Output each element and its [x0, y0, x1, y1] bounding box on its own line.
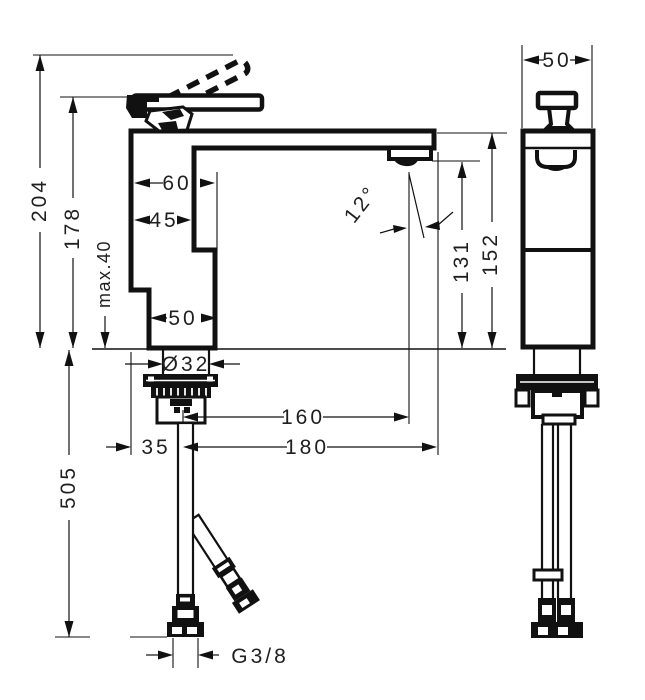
- dim-base-width: 50: [150, 307, 217, 330]
- dim-label-180: 180: [285, 436, 329, 459]
- angled-supply-hose: [184, 513, 260, 614]
- dim-label-204: 204: [28, 178, 51, 222]
- dim-label-50-side: 50: [542, 49, 571, 72]
- washer-notch-r: [207, 376, 213, 382]
- dim-label-160: 160: [281, 406, 325, 429]
- dim-lever-height: 178: [61, 97, 84, 348]
- knob-stem: [542, 106, 576, 130]
- side-connector-right-slit: [561, 605, 571, 615]
- dim-label-g38: G3/8: [231, 645, 289, 668]
- angled-hose-nut-slit: [231, 584, 243, 595]
- faucet-body-front: [128, 128, 437, 351]
- hose-crimp-slit: [180, 597, 190, 602]
- thread-notch-r: [187, 627, 197, 634]
- pivot-detail-2: [158, 121, 178, 130]
- dim-label-131: 131: [450, 239, 473, 283]
- side-thread-notch-r: [558, 627, 568, 635]
- dim-hose-length: 505: [57, 350, 80, 637]
- faucet-side-view: [514, 90, 600, 638]
- knob-cap: [535, 90, 579, 111]
- side-thread-notch-l: [538, 627, 548, 635]
- angled-hose-crimp-slit: [217, 561, 231, 573]
- dim-max-thickness: max.40: [94, 240, 114, 348]
- mounting-nut: [151, 387, 211, 398]
- dim-label-178: 178: [61, 206, 84, 250]
- faucet-front-view: [126, 57, 437, 637]
- dim-label-45: 45: [149, 209, 178, 232]
- side-nut-detail: [552, 391, 562, 397]
- clamp-lug-right: [583, 388, 600, 408]
- dome-arc: [545, 166, 567, 171]
- dim-label-152: 152: [479, 232, 502, 276]
- aerator-tip: [393, 158, 419, 167]
- side-nut-step: [541, 413, 577, 426]
- lever-front-cap: [126, 95, 159, 118]
- clamp-lug-left: [514, 388, 531, 408]
- hose-connector-slit: [177, 610, 194, 618]
- angled-hose-end-slit: [239, 598, 250, 608]
- dim-depth-60: 60: [134, 172, 215, 195]
- thread-notch-l: [172, 627, 182, 634]
- dim-body-top-height: 152: [479, 133, 502, 348]
- dim-reach-aerator: 160: [183, 406, 409, 429]
- manifold-detail: [170, 399, 192, 406]
- lever-raised-phantom: [142, 57, 251, 123]
- dim-side-width: 50: [523, 49, 591, 72]
- dim-total-height: 204: [28, 55, 51, 348]
- manifold-port-r: [184, 407, 190, 413]
- dim-label-505: 505: [57, 465, 80, 509]
- dim-depth-45: 45: [134, 209, 191, 232]
- dim-connection-thread: G3/8: [146, 645, 289, 668]
- manifold-port-l: [174, 407, 180, 413]
- dim-label-max40: max.40: [94, 240, 114, 308]
- dim-label-50-base: 50: [168, 307, 197, 330]
- pivot-detail-1: [162, 109, 184, 120]
- dim-spray-angle: 12°: [340, 173, 454, 239]
- cartridge-dome: [535, 150, 577, 169]
- dim-label-35: 35: [141, 436, 170, 459]
- dim-label-60: 60: [162, 172, 191, 195]
- dim-spout-height: 131: [450, 162, 473, 348]
- dim-offset-and-reach: 35 180: [106, 436, 437, 459]
- dim-label-12deg: 12°: [340, 181, 383, 227]
- dim-label-o32: Ø32: [162, 353, 211, 376]
- hose-clip: [532, 568, 564, 582]
- dimensions: 204 178 max.40 505 60: [28, 49, 591, 668]
- washer-notch-l: [148, 376, 154, 382]
- dim-shank-diameter: Ø32: [125, 353, 240, 376]
- aerator: [387, 146, 433, 161]
- side-connector-left-slit: [542, 605, 552, 615]
